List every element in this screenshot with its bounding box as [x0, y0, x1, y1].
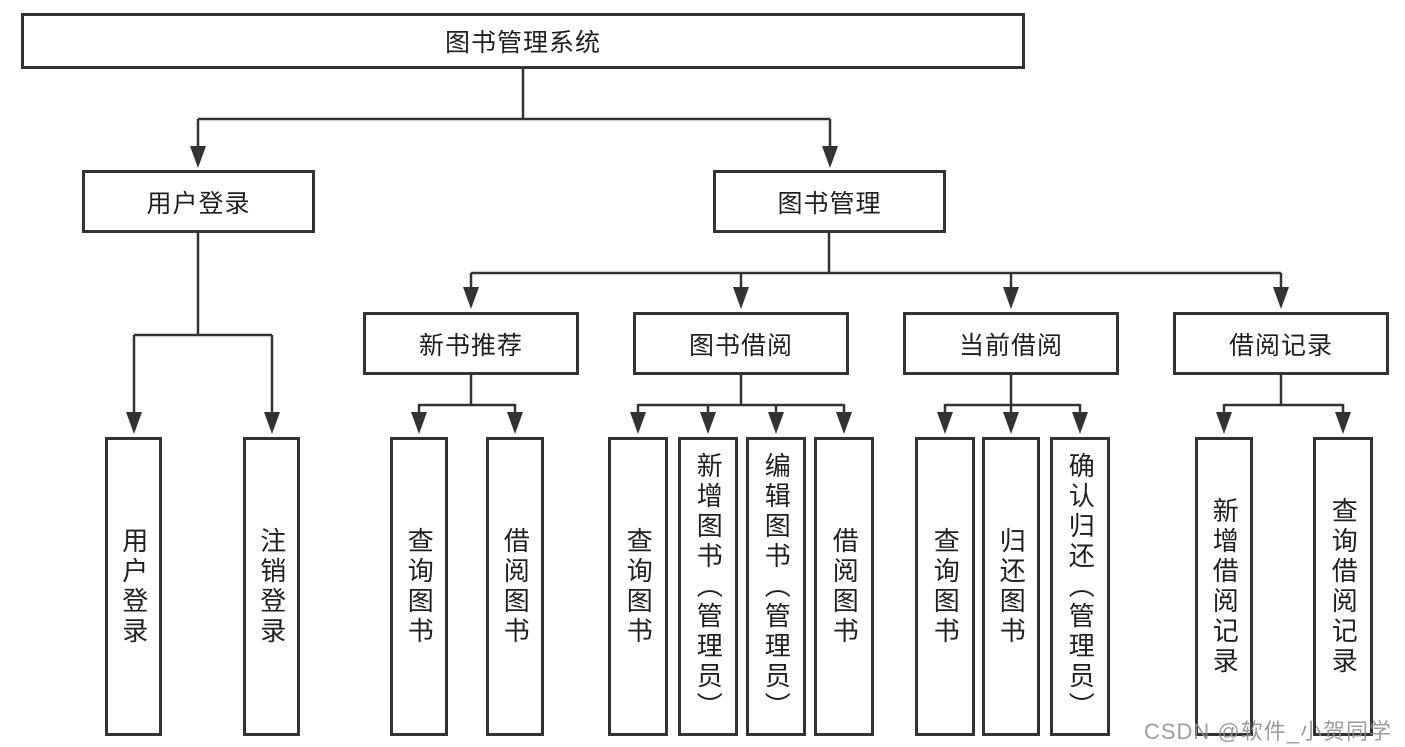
node-current-borrowing: 当前借阅	[903, 312, 1119, 375]
leaf-confirm-return-admin: 确认归还（管理员）	[1050, 437, 1110, 736]
leaf-logout: 注销登录	[243, 437, 300, 736]
node-book-borrowing: 图书借阅	[633, 312, 849, 375]
leaf-add-borrow-record: 新增借阅记录	[1195, 437, 1253, 736]
leaf-return-books: 归还图书	[982, 437, 1040, 736]
leaf-borrow-books: 借阅图书	[486, 437, 544, 736]
node-new-book-recommend: 新书推荐	[363, 312, 579, 375]
node-library-system: 图书管理系统	[21, 13, 1025, 69]
node-book-management: 图书管理	[713, 170, 946, 233]
leaf-query-borrow-record: 查询借阅记录	[1313, 437, 1373, 736]
leaf-query-books: 查询图书	[390, 437, 448, 736]
node-borrowing-records: 借阅记录	[1173, 312, 1389, 375]
watermark: CSDN @软件_小贺同学	[1143, 719, 1392, 744]
leaf-query-books-3: 查询图书	[915, 437, 975, 736]
leaf-edit-books-admin: 编辑图书（管理员）	[746, 437, 806, 736]
leaf-query-books-2: 查询图书	[608, 437, 668, 736]
leaf-borrow-books-2: 借阅图书	[814, 437, 874, 736]
node-user-login: 用户登录	[82, 170, 315, 233]
leaf-user-login: 用户登录	[105, 437, 162, 736]
leaf-add-books-admin: 新增图书（管理员）	[678, 437, 738, 736]
